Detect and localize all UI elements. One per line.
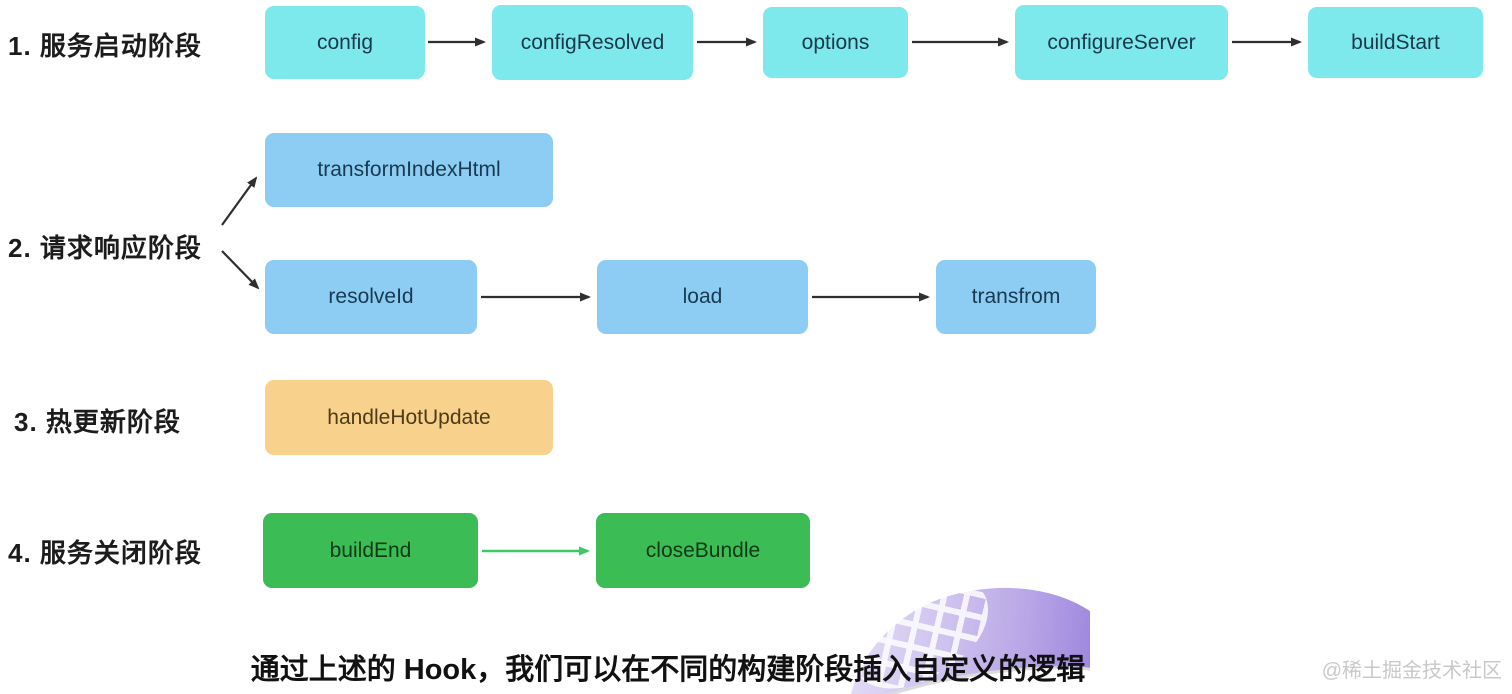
arrow-stage2-resolveId	[221, 250, 260, 290]
node-handleHotUpdate: handleHotUpdate	[265, 380, 553, 455]
stage-label-startup: 1. 服务启动阶段	[8, 31, 202, 61]
node-configResolved: configResolved	[492, 5, 693, 80]
arrow-stage2-transformIndexHtml	[221, 176, 258, 226]
stage-label-close: 4. 服务关闭阶段	[8, 538, 202, 568]
node-transfrom: transfrom	[936, 260, 1096, 334]
node-buildEnd: buildEnd	[263, 513, 478, 588]
node-configureServer: configureServer	[1015, 5, 1228, 80]
stage-label-request: 2. 请求响应阶段	[8, 233, 202, 263]
node-buildStart: buildStart	[1308, 7, 1483, 78]
node-transformIndexHtml: transformIndexHtml	[265, 133, 553, 207]
node-closeBundle: closeBundle	[596, 513, 810, 588]
caption-text: 通过上述的 Hook，我们可以在不同的构建阶段插入自定义的逻辑	[250, 654, 1086, 686]
node-options: options	[763, 7, 908, 78]
node-load: load	[597, 260, 808, 334]
stage-label-hot-update: 3. 热更新阶段	[14, 407, 181, 437]
node-config: config	[265, 6, 425, 79]
juejin-watermark: @稀土掘金技术社区	[1321, 660, 1502, 682]
node-resolveId: resolveId	[265, 260, 477, 334]
